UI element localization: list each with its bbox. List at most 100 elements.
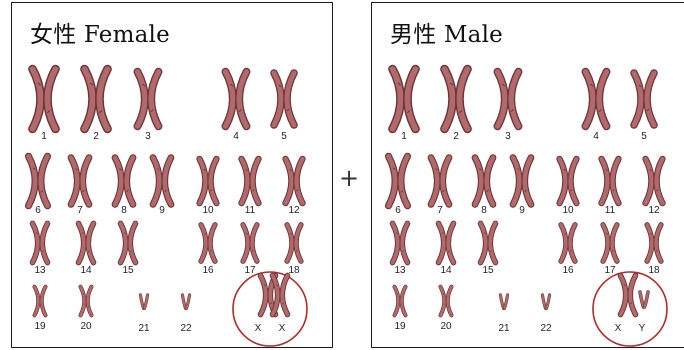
chromosome-18 bbox=[284, 222, 304, 264]
chromosome-label: 4 bbox=[233, 131, 239, 142]
chromosome-17 bbox=[240, 222, 260, 264]
chromosome-label: 15 bbox=[482, 265, 494, 276]
chromosome-label: 8 bbox=[121, 205, 127, 216]
chromosome-13 bbox=[29, 220, 51, 266]
chromosome-21 bbox=[498, 293, 510, 310]
chromosome-11 bbox=[238, 155, 262, 207]
sex-chromosome-label: X bbox=[255, 323, 262, 334]
chromosome-label: 6 bbox=[395, 205, 401, 216]
chromosome-2 bbox=[440, 64, 472, 134]
chromosome-label: 6 bbox=[35, 205, 41, 216]
chromosome-21 bbox=[138, 293, 150, 310]
chromosome-12 bbox=[642, 155, 666, 207]
chromosome-9 bbox=[149, 154, 175, 208]
chromosome-5 bbox=[630, 69, 658, 129]
chromosome-4 bbox=[221, 67, 251, 131]
chromosome-15 bbox=[477, 220, 499, 266]
female-panel-title: 女性 Female bbox=[30, 22, 170, 48]
chromosome-label: 14 bbox=[80, 265, 92, 276]
chromosome-6 bbox=[384, 152, 412, 210]
chromosome-14 bbox=[75, 220, 97, 266]
chromosome-22 bbox=[180, 293, 192, 310]
chromosome-7 bbox=[427, 154, 453, 208]
sex-chromosome-label: X bbox=[615, 323, 622, 334]
chromosome-label: 10 bbox=[562, 205, 574, 216]
chromosome-1 bbox=[28, 64, 60, 134]
chromosome-label: 2 bbox=[93, 131, 99, 142]
chromosome-label: 17 bbox=[604, 265, 616, 276]
chromosome-label: 19 bbox=[394, 321, 406, 332]
chromosome-5 bbox=[270, 69, 298, 129]
chromosome-label: 16 bbox=[202, 265, 214, 276]
chromosome-label: 12 bbox=[648, 205, 660, 216]
chromosome-label: 21 bbox=[498, 323, 510, 334]
chromosome-label: 5 bbox=[641, 131, 647, 142]
chromosome-label: 7 bbox=[77, 205, 83, 216]
sex-chromosome-2 bbox=[638, 290, 650, 309]
chromosome-22 bbox=[540, 293, 552, 310]
sex-chromosome-label: X bbox=[279, 323, 286, 334]
chromosome-label: 3 bbox=[145, 131, 151, 142]
chromosome-10 bbox=[556, 155, 580, 207]
chromosome-16 bbox=[198, 222, 218, 264]
chromosome-17 bbox=[600, 222, 620, 264]
chromosome-label: 20 bbox=[80, 321, 92, 332]
chromosome-1 bbox=[388, 64, 420, 134]
chromosome-18 bbox=[644, 222, 664, 264]
chromosome-label: 19 bbox=[34, 321, 46, 332]
chromosome-label: 21 bbox=[138, 323, 150, 334]
chromosome-label: 4 bbox=[593, 131, 599, 142]
chromosome-7 bbox=[67, 154, 93, 208]
chromosome-20 bbox=[438, 284, 454, 318]
chromosome-19 bbox=[32, 284, 48, 318]
chromosome-label: 11 bbox=[605, 205, 616, 216]
chromosome-6 bbox=[24, 152, 52, 210]
chromosome-label: 12 bbox=[288, 205, 300, 216]
chromosome-label: 22 bbox=[180, 323, 192, 334]
chromosome-4 bbox=[581, 67, 611, 131]
male-panel-title: 男性 Male bbox=[390, 22, 503, 48]
chromosome-label: 3 bbox=[505, 131, 511, 142]
chromosome-14 bbox=[435, 220, 457, 266]
chromosome-16 bbox=[558, 222, 578, 264]
chromosome-label: 9 bbox=[159, 205, 165, 216]
chromosome-19 bbox=[392, 284, 408, 318]
chromosome-3 bbox=[133, 67, 163, 131]
chromosome-label: 17 bbox=[244, 265, 256, 276]
chromosome-3 bbox=[493, 67, 523, 131]
chromosome-8 bbox=[111, 154, 137, 208]
chromosome-label: 5 bbox=[281, 131, 287, 142]
chromosome-label: 22 bbox=[540, 323, 552, 334]
chromosome-label: 16 bbox=[562, 265, 574, 276]
sex-chromosome-1 bbox=[617, 272, 639, 318]
chromosome-11 bbox=[598, 155, 622, 207]
chromosome-label: 1 bbox=[401, 131, 407, 142]
chromosome-label: 20 bbox=[440, 321, 452, 332]
chromosome-label: 1 bbox=[41, 131, 47, 142]
chromosome-label: 13 bbox=[394, 265, 406, 276]
chromosome-9 bbox=[509, 154, 535, 208]
chromosome-label: 9 bbox=[519, 205, 525, 216]
chromosome-label: 7 bbox=[437, 205, 443, 216]
chromosome-15 bbox=[117, 220, 139, 266]
sex-chromosome-2 bbox=[269, 272, 291, 318]
chromosome-20 bbox=[78, 284, 94, 318]
chromosome-label: 13 bbox=[34, 265, 46, 276]
chromosome-10 bbox=[196, 155, 220, 207]
chromosome-label: 18 bbox=[648, 265, 660, 276]
chromosome-label: 10 bbox=[202, 205, 214, 216]
plus-sign: + bbox=[339, 164, 360, 192]
sex-chromosome-label: Y bbox=[639, 323, 646, 334]
chromosome-label: 11 bbox=[245, 205, 256, 216]
chromosome-12 bbox=[282, 155, 306, 207]
chromosome-label: 15 bbox=[122, 265, 134, 276]
chromosome-8 bbox=[471, 154, 497, 208]
chromosome-2 bbox=[80, 64, 112, 134]
chromosome-label: 14 bbox=[440, 265, 452, 276]
chromosome-13 bbox=[389, 220, 411, 266]
chromosome-label: 8 bbox=[481, 205, 487, 216]
